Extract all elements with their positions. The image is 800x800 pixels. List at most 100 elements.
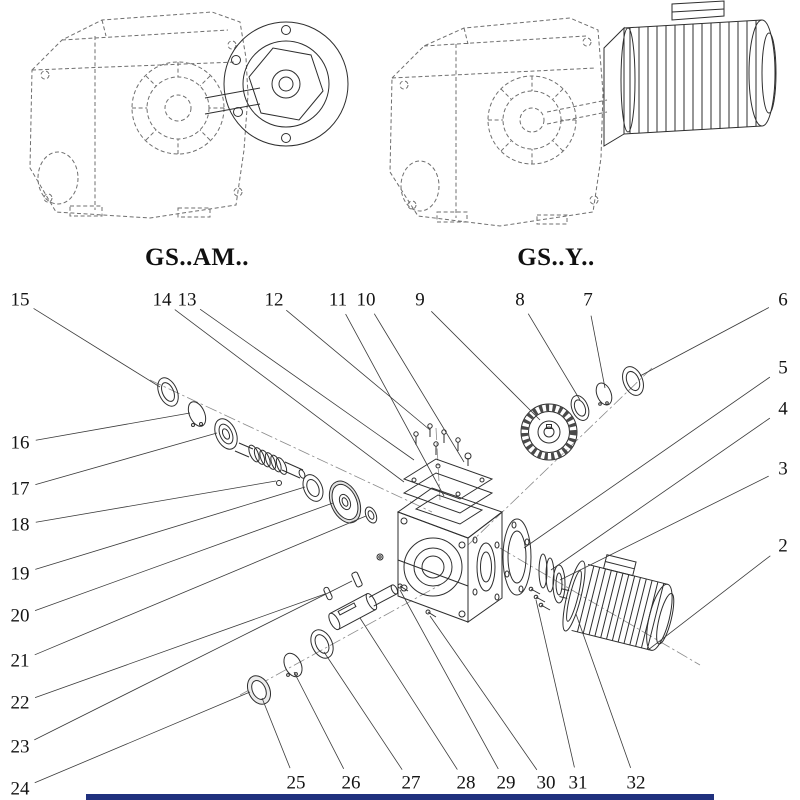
callout-number-17: 17 xyxy=(11,479,30,500)
gearbox-housing xyxy=(396,487,504,623)
leader-line-27 xyxy=(323,651,403,770)
gsam-output-flange-drawing xyxy=(204,21,349,147)
callout-number-15: 15 xyxy=(11,290,30,311)
gsy-boss xyxy=(582,37,592,47)
flange-bolt-hole xyxy=(281,25,291,35)
output-axis-line xyxy=(239,584,441,696)
leader-line-16 xyxy=(35,412,191,441)
leader-line-10 xyxy=(373,313,465,463)
callout-number-13: 13 xyxy=(178,290,197,311)
leader-line-14 xyxy=(174,309,405,483)
breather-vent-plug xyxy=(464,452,472,466)
flange-inner-rim xyxy=(242,40,330,128)
cover-gasket xyxy=(402,472,494,514)
input-axis-line xyxy=(149,379,433,513)
motor-axis-line xyxy=(499,547,701,666)
bottom-banner-edge xyxy=(86,794,714,800)
callout-number-20: 20 xyxy=(11,606,30,627)
gsy-spline-ticks xyxy=(488,76,576,164)
gsy-feet xyxy=(436,211,568,225)
leader-line-32 xyxy=(575,613,632,769)
gsy-gear-hub xyxy=(519,107,545,133)
electric-motor-drawing xyxy=(559,554,675,651)
input-oil-seal xyxy=(157,377,179,407)
leader-line-20 xyxy=(34,502,334,611)
leader-line-23 xyxy=(34,580,353,741)
gearbox-gsy-phantom-drawing xyxy=(389,17,608,227)
leader-line-18 xyxy=(35,480,277,523)
leader-line-21 xyxy=(34,515,367,656)
callout-number-3: 3 xyxy=(778,459,788,480)
gsam-gear-bore-inner xyxy=(146,76,210,140)
leader-line-12 xyxy=(286,309,431,431)
output-shaft xyxy=(328,584,399,631)
worm-wheel-disc xyxy=(328,480,362,524)
leader-line-15 xyxy=(33,308,161,388)
callout-number-22: 22 xyxy=(11,693,30,714)
helical-gear xyxy=(520,403,578,461)
flange-shaft-hole xyxy=(271,69,301,99)
motor-fins xyxy=(576,565,665,650)
gsam-body-outline xyxy=(29,11,249,219)
exploded-view-drawing xyxy=(149,366,701,705)
gsam-boss xyxy=(43,193,53,203)
callout-number-2: 2 xyxy=(778,536,788,557)
callout-number-12: 12 xyxy=(265,290,284,311)
gsy-side-opening xyxy=(400,160,440,212)
leader-line-5 xyxy=(523,376,771,549)
leader-line-30 xyxy=(429,615,538,771)
flange-hex-hub xyxy=(248,47,324,121)
leader-line-11 xyxy=(345,313,445,497)
housing-screws xyxy=(376,553,437,618)
leader-line-31 xyxy=(535,599,575,768)
callout-number-19: 19 xyxy=(11,564,30,585)
callout-number-11: 11 xyxy=(329,290,347,311)
callout-number-4: 4 xyxy=(778,399,788,420)
callout-number-31: 31 xyxy=(569,773,588,794)
callout-number-5: 5 xyxy=(778,358,788,379)
gearbox-gsam-phantom-drawing xyxy=(29,11,249,219)
flange-screws xyxy=(528,586,551,611)
leader-line-4 xyxy=(550,417,771,571)
model-label-gsy: GS..Y.. xyxy=(517,244,595,271)
callout-number-27: 27 xyxy=(402,773,421,794)
motor-terminal-box-lid xyxy=(671,8,725,13)
input-retaining-ring xyxy=(187,401,207,427)
callout-number-8: 8 xyxy=(515,290,525,311)
inspection-cover-plate xyxy=(402,458,494,500)
gsy-gear-bore-inner xyxy=(502,90,562,150)
model-label-gsam: GS..AM.. xyxy=(145,244,249,271)
leader-line-19 xyxy=(35,486,306,570)
callout-number-24: 24 xyxy=(11,779,31,800)
callout-number-7: 7 xyxy=(583,290,593,311)
leader-line-2 xyxy=(647,555,771,651)
gsy-motor-drawing xyxy=(603,0,777,147)
callout-number-25: 25 xyxy=(287,773,306,794)
gsy-body-outline xyxy=(389,17,604,227)
leader-line-6 xyxy=(639,307,770,377)
callout-number-28: 28 xyxy=(457,773,476,794)
gsy-boss xyxy=(589,195,599,205)
output-circlip xyxy=(283,652,303,678)
motor-adapter-flange xyxy=(502,518,532,596)
callout-number-26: 26 xyxy=(342,773,361,794)
leader-line-22 xyxy=(34,593,326,698)
leader-line-13 xyxy=(199,308,415,461)
callout-number-18: 18 xyxy=(11,515,30,536)
callout-number-29: 29 xyxy=(497,773,516,794)
flange-outer-rim xyxy=(223,21,349,147)
leader-line-28 xyxy=(359,617,458,770)
gsam-shaft xyxy=(204,87,261,115)
gsam-gear-hub xyxy=(164,94,192,122)
shim-rings xyxy=(538,553,555,593)
flange-bolt-hole xyxy=(281,133,291,143)
gsam-boss xyxy=(233,187,243,197)
callout-number-21: 21 xyxy=(11,651,30,672)
callout-number-32: 32 xyxy=(627,773,646,794)
callout-number-9: 9 xyxy=(415,290,425,311)
gear-seal-ring xyxy=(622,366,644,396)
output-oil-seal xyxy=(246,675,272,705)
callout-number-16: 16 xyxy=(11,433,30,454)
gsy-boss xyxy=(399,80,409,90)
callout-number-30: 30 xyxy=(537,773,556,794)
